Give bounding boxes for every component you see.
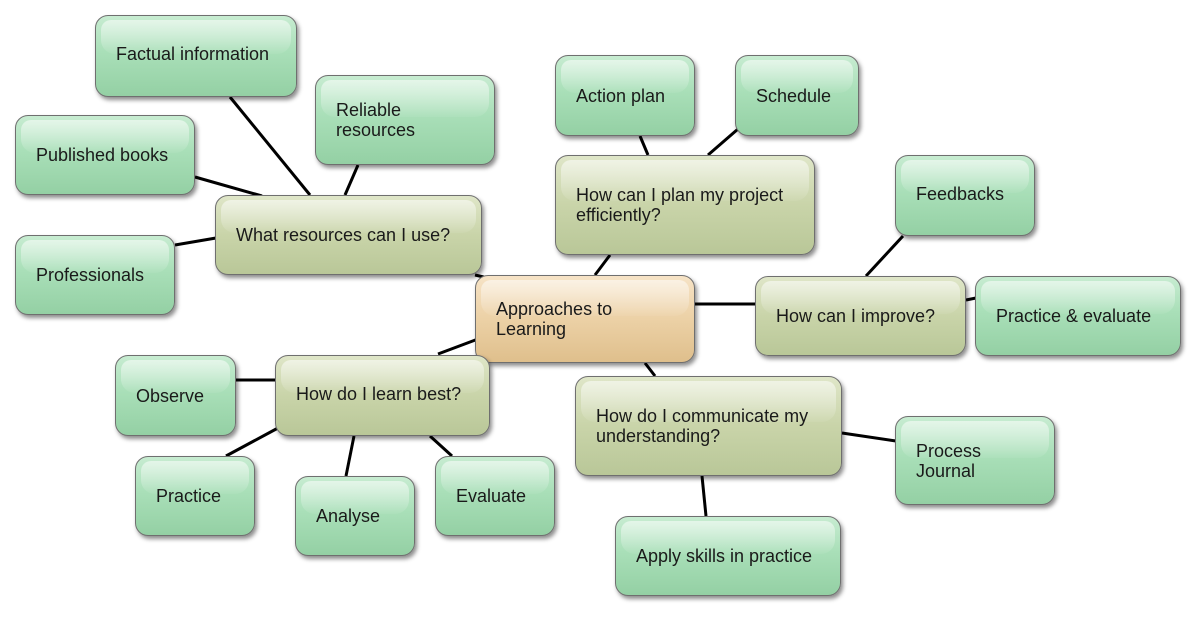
leaf-node-professionals: Professionals: [15, 235, 175, 315]
connector-line: [194, 175, 263, 198]
connector-line: [643, 362, 657, 377]
center-node: Approaches to Learning: [475, 275, 695, 363]
branch-node-communicate: How do I communicate my understanding?: [575, 376, 842, 476]
connector-line: [638, 135, 650, 156]
connector-line: [428, 434, 454, 458]
connector-line: [700, 475, 708, 517]
leaf-node-label: Process Journal: [916, 440, 982, 481]
branch-node-resources: What resources can I use?: [215, 195, 482, 275]
branch-node-label: How do I learn best?: [296, 384, 462, 404]
leaf-node-feedbacks: Feedbacks: [895, 155, 1035, 236]
leaf-node-label: Professionals: [36, 265, 145, 285]
leaf-node-label: Schedule: [756, 85, 832, 106]
leaf-node-schedule: Schedule: [735, 55, 859, 136]
branch-node-label: How can I plan my project efficiently?: [576, 185, 784, 225]
leaf-node-label: Observe: [136, 385, 205, 406]
branch-node-label: How can I improve?: [776, 306, 936, 326]
leaf-node-analyse: Analyse: [295, 476, 415, 556]
branch-node-improve: How can I improve?: [755, 276, 966, 356]
connector-line: [593, 254, 612, 276]
connector-line: [864, 234, 905, 278]
branch-node-label: How do I communicate my understanding?: [596, 406, 809, 446]
leaf-node-label: Reliable resources: [336, 100, 416, 140]
leaf-node-label: Practice: [156, 486, 222, 506]
branch-node-learn: How do I learn best?: [275, 355, 490, 436]
connector-line: [437, 337, 479, 356]
center-node-label: Approaches to Learning: [496, 299, 613, 339]
leaf-node-practice-evaluate: Practice & evaluate: [975, 276, 1181, 356]
leaf-node-label: Factual information: [116, 44, 270, 64]
leaf-node-label: Action plan: [576, 85, 666, 106]
leaf-node-label: Practice & evaluate: [996, 306, 1152, 326]
leaf-node-action-plan: Action plan: [555, 55, 695, 136]
connector-line: [174, 236, 217, 247]
leaf-node-factual-information: Factual information: [95, 15, 297, 97]
connector-line: [841, 431, 897, 443]
leaf-node-label: Published books: [36, 145, 169, 165]
leaf-node-apply-skills: Apply skills in practice: [615, 516, 841, 596]
leaf-node-process-journal: Process Journal: [895, 416, 1055, 505]
connector-line: [965, 296, 977, 302]
connector-line: [344, 435, 356, 477]
leaf-node-practice: Practice: [135, 456, 255, 536]
connector-line: [707, 127, 739, 157]
leaf-node-label: Analyse: [316, 506, 381, 526]
connector-line: [343, 164, 360, 196]
leaf-node-published-books: Published books: [15, 115, 195, 195]
leaf-node-observe: Observe: [115, 355, 236, 436]
branch-node-label: What resources can I use?: [236, 225, 451, 245]
connector-line: [228, 96, 312, 196]
leaf-node-label: Feedbacks: [916, 184, 1005, 204]
leaf-node-label: Evaluate: [456, 486, 527, 506]
leaf-node-evaluate: Evaluate: [435, 456, 555, 536]
leaf-node-label: Apply skills in practice: [636, 546, 813, 566]
leaf-node-reliable-resources: Reliable resources: [315, 75, 495, 165]
branch-node-plan: How can I plan my project efficiently?: [555, 155, 815, 255]
connector-line: [225, 426, 279, 458]
